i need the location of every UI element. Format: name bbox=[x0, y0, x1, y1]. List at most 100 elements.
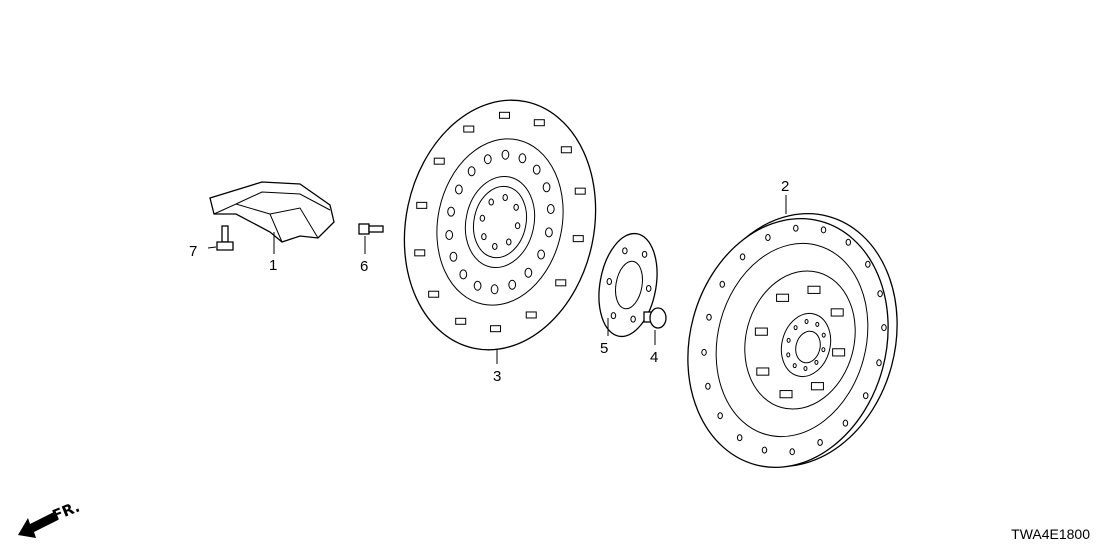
front-label: FR. bbox=[50, 498, 83, 525]
hole bbox=[641, 250, 648, 258]
hole bbox=[830, 308, 844, 317]
hole bbox=[572, 235, 584, 243]
callout-6: 6 bbox=[360, 258, 368, 275]
hole bbox=[455, 184, 463, 195]
hole bbox=[518, 153, 527, 164]
hole bbox=[786, 352, 791, 358]
hole bbox=[736, 434, 743, 442]
hole bbox=[467, 166, 476, 177]
hole bbox=[445, 229, 454, 240]
hole bbox=[492, 242, 498, 250]
hole bbox=[717, 412, 723, 420]
part-2-clutch-assembly[interactable] bbox=[661, 190, 925, 490]
hole bbox=[502, 194, 508, 202]
callout-5: 5 bbox=[600, 340, 608, 357]
hole bbox=[481, 233, 487, 241]
hole bbox=[821, 347, 826, 353]
hole bbox=[817, 438, 823, 446]
hole bbox=[542, 182, 551, 193]
hole bbox=[865, 260, 871, 268]
hole bbox=[506, 238, 512, 246]
hole bbox=[701, 348, 707, 356]
hole bbox=[498, 111, 510, 119]
hole bbox=[862, 392, 869, 400]
hole bbox=[719, 280, 726, 288]
hole bbox=[490, 284, 499, 295]
callout-4: 4 bbox=[650, 349, 658, 366]
hole bbox=[483, 154, 492, 165]
hole bbox=[488, 198, 494, 206]
hole bbox=[842, 419, 849, 427]
hole bbox=[881, 324, 887, 332]
hole bbox=[786, 337, 791, 343]
hole bbox=[532, 164, 541, 175]
hole bbox=[610, 312, 617, 320]
hole bbox=[479, 214, 486, 222]
callout-2: 2 bbox=[781, 178, 789, 195]
hole bbox=[449, 251, 458, 262]
hole bbox=[807, 285, 821, 294]
hole bbox=[545, 227, 553, 238]
hole bbox=[514, 222, 521, 230]
part-5-washer-plate[interactable] bbox=[591, 229, 664, 341]
hole bbox=[810, 382, 824, 391]
hole bbox=[537, 249, 545, 260]
hole bbox=[876, 359, 882, 367]
hole bbox=[574, 187, 586, 195]
hole bbox=[533, 119, 545, 127]
hole bbox=[463, 125, 475, 133]
hole bbox=[804, 319, 809, 325]
hole bbox=[706, 313, 712, 321]
hole bbox=[803, 365, 808, 371]
hole bbox=[779, 390, 793, 399]
hole bbox=[645, 284, 652, 292]
part-3-drive-plate[interactable] bbox=[382, 82, 618, 368]
part-6-bolt[interactable] bbox=[358, 223, 384, 254]
hole bbox=[814, 359, 819, 365]
hole bbox=[820, 226, 827, 234]
hole bbox=[414, 249, 426, 257]
hole bbox=[705, 382, 711, 390]
hole bbox=[555, 279, 567, 287]
hole bbox=[501, 149, 510, 160]
hole bbox=[630, 315, 636, 323]
front-direction-arrow: FR. bbox=[18, 498, 82, 538]
hole bbox=[845, 238, 852, 246]
hole bbox=[525, 311, 537, 319]
hole bbox=[447, 206, 455, 217]
hole bbox=[508, 279, 517, 290]
hole bbox=[776, 293, 790, 302]
callout-7: 7 bbox=[189, 243, 197, 260]
hole bbox=[560, 146, 572, 154]
hole bbox=[832, 348, 846, 357]
hole bbox=[606, 278, 613, 286]
callout-1: 1 bbox=[269, 257, 277, 274]
hole bbox=[546, 204, 555, 215]
diagram-code: TWA4E1800 bbox=[1011, 526, 1090, 542]
hole bbox=[490, 325, 502, 333]
hole bbox=[739, 253, 746, 261]
part-7-bolt[interactable] bbox=[207, 225, 234, 251]
hole bbox=[524, 267, 533, 278]
hole bbox=[765, 234, 771, 242]
hole bbox=[821, 332, 826, 338]
arrow-icon bbox=[18, 512, 58, 538]
hole bbox=[792, 363, 797, 369]
hole bbox=[459, 269, 468, 280]
callout-3: 3 bbox=[493, 368, 501, 385]
part-4-bolt[interactable] bbox=[643, 307, 667, 345]
hole bbox=[622, 247, 628, 255]
hole bbox=[793, 224, 799, 232]
hole bbox=[433, 157, 445, 165]
hole bbox=[513, 203, 519, 211]
hole bbox=[877, 290, 883, 298]
hole bbox=[815, 321, 820, 327]
hole bbox=[754, 327, 768, 336]
part-1-cover[interactable] bbox=[209, 181, 335, 254]
hole bbox=[761, 446, 768, 454]
hole bbox=[455, 317, 467, 325]
hole bbox=[416, 201, 428, 209]
hole bbox=[428, 290, 440, 298]
